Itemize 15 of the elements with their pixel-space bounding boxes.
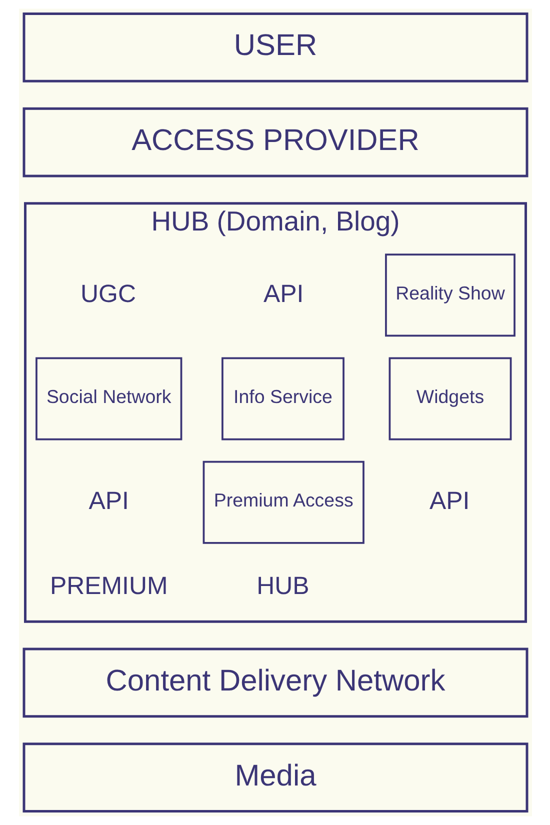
label: UGC [80, 280, 136, 308]
label: HUB [256, 572, 309, 600]
node-box: Premium Access [202, 460, 364, 544]
node-box: Info Service [221, 357, 344, 440]
node-box: Reality Show [384, 254, 515, 337]
label: API [429, 487, 470, 516]
node-box: Social Network [35, 357, 182, 440]
node-box: Media [22, 742, 528, 813]
node-box: Content Delivery Network [22, 648, 528, 718]
label: API [88, 487, 128, 516]
node-box: USER [22, 12, 528, 82]
node-box: ACCESS PROVIDER [22, 107, 528, 178]
label: PREMIUM [49, 572, 168, 600]
node-box: Widgets [388, 357, 512, 440]
label: API [262, 280, 304, 308]
